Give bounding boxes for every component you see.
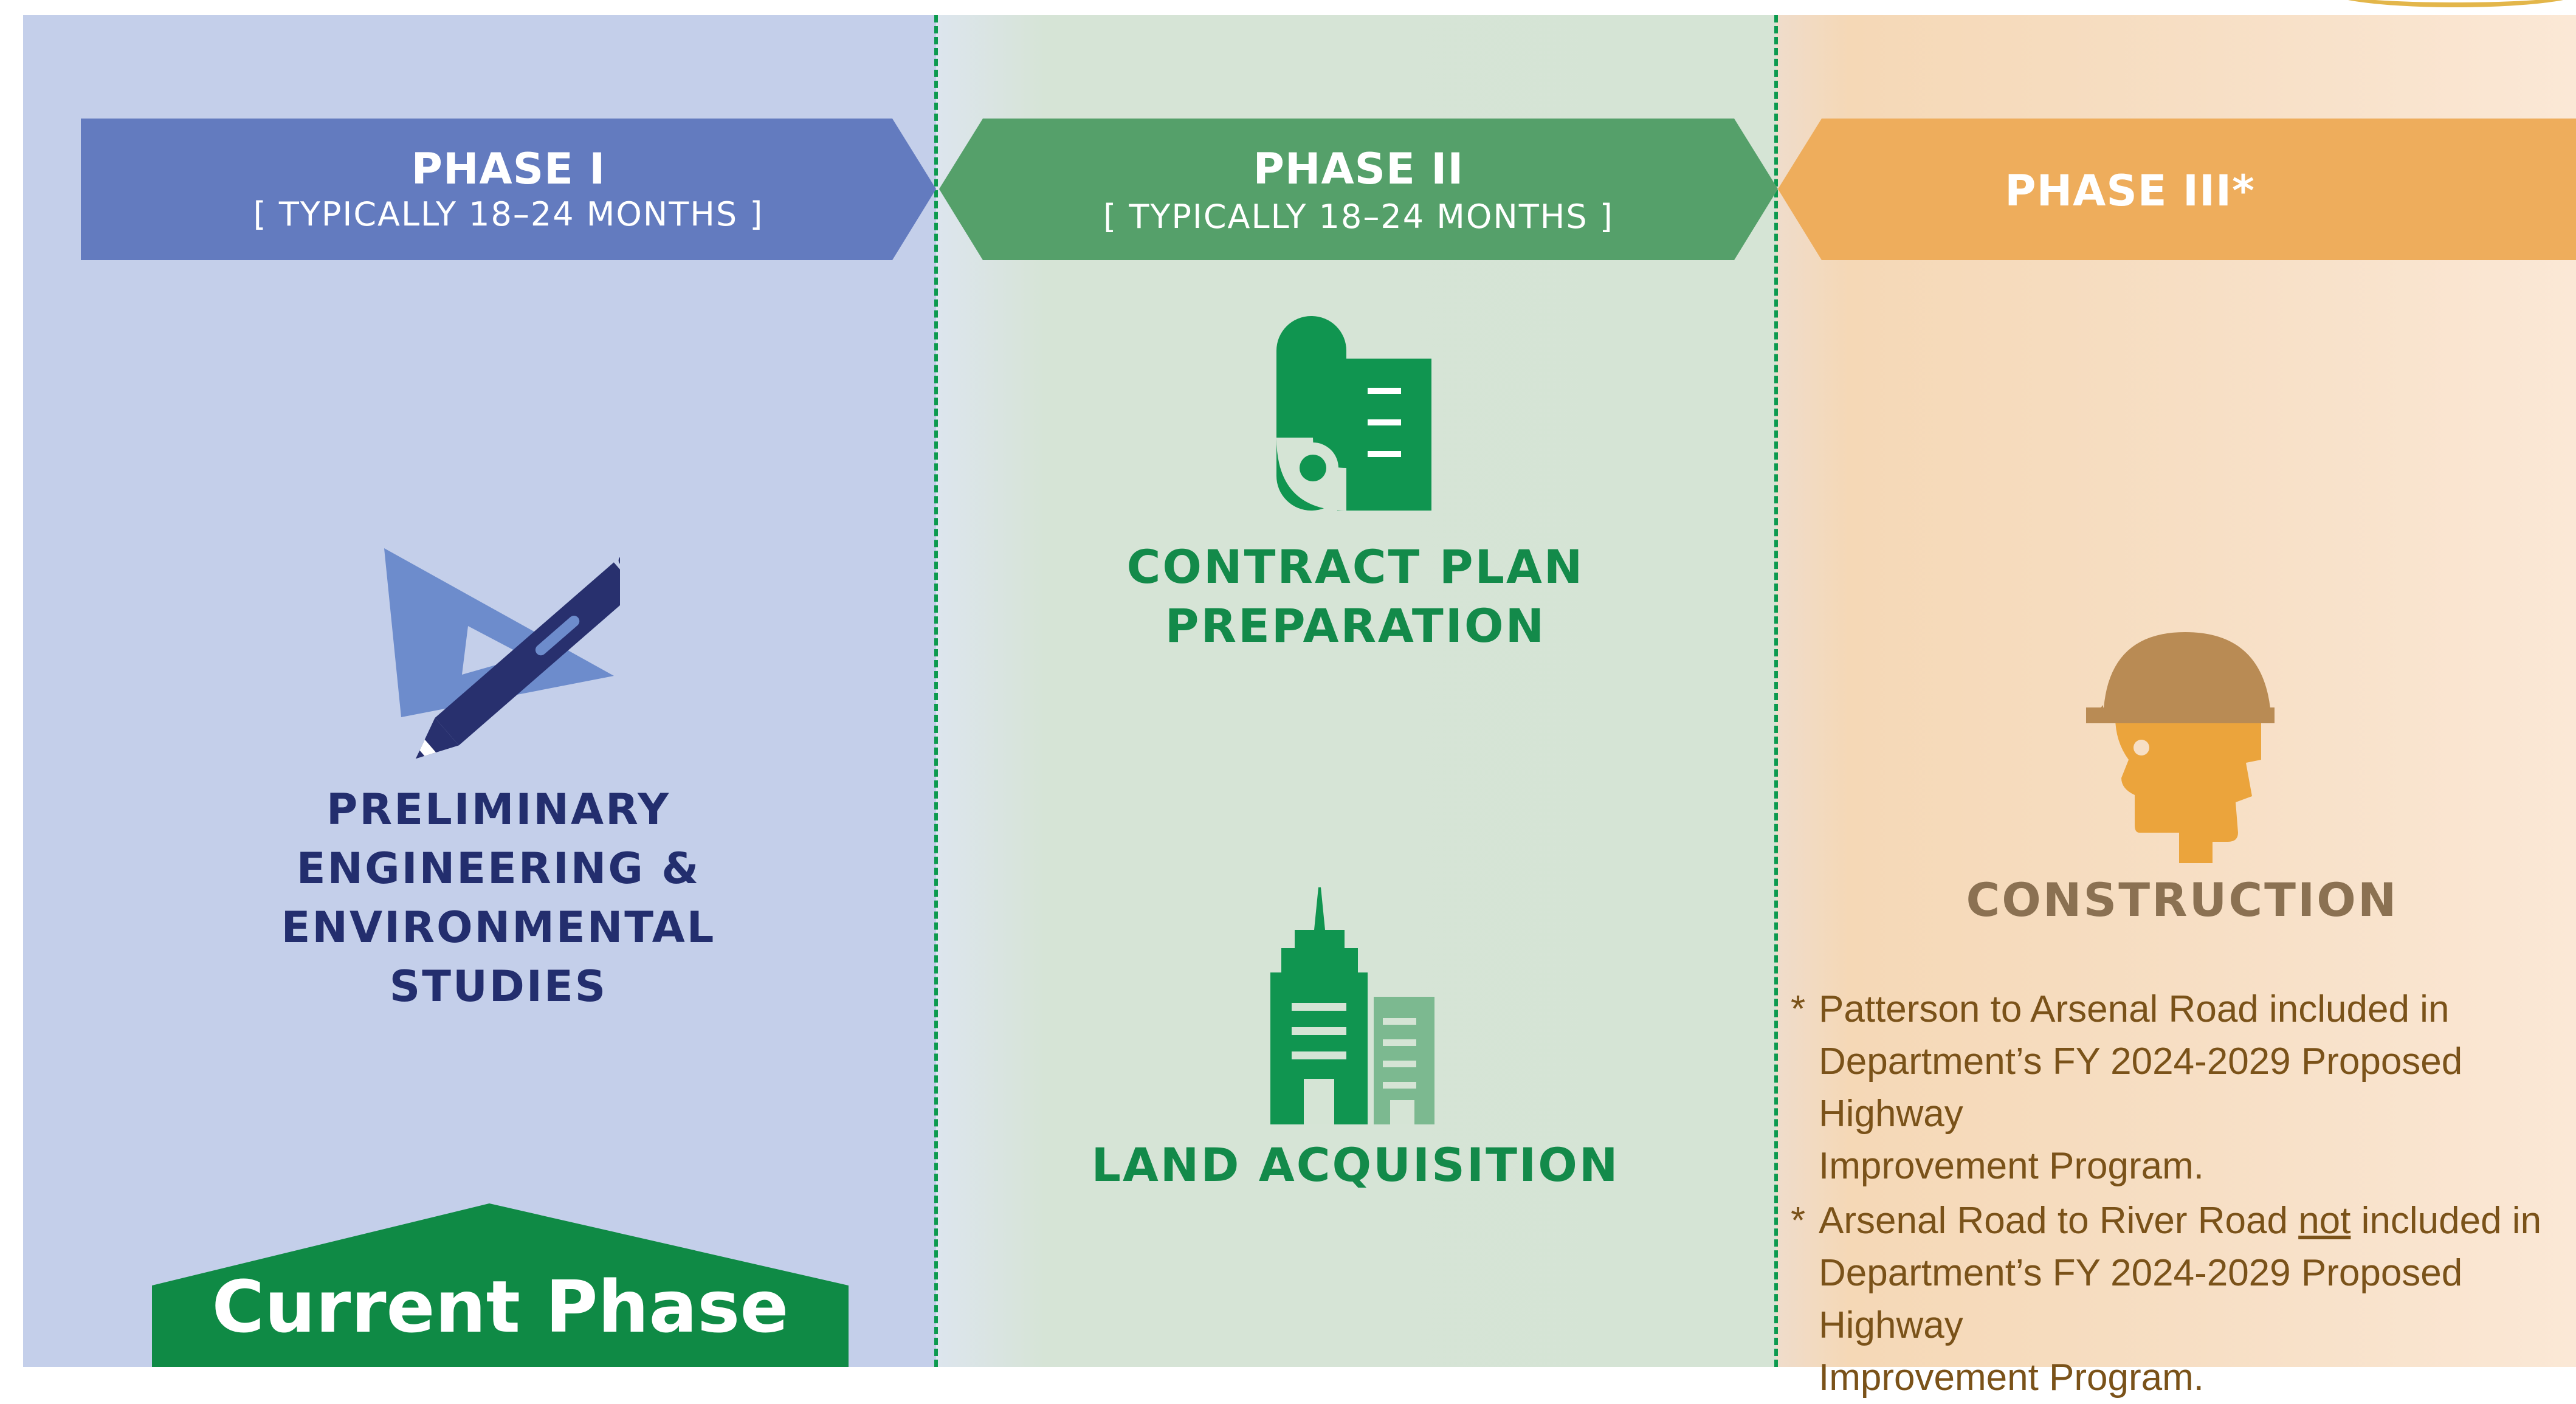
note-1-asterisk: * [1791, 988, 1806, 1030]
note-2-line-1-pre: Arsenal Road to River Road [1819, 1200, 2288, 1242]
note-1: * Patterson to Arsenal Road included in … [1791, 983, 2572, 1192]
current-phase-label: Current Phase [212, 1265, 789, 1349]
phase-2-title: PHASE II [1253, 144, 1464, 194]
phase-1-banner: PHASE I [ TYPICALLY 18–24 MONTHS ] [81, 119, 936, 260]
note-2-line-1: Arsenal Road to River Road not included … [1819, 1195, 2572, 1247]
land-acquisition-label: LAND ACQUISITION [1091, 1138, 1620, 1192]
construction-worker-icon [2086, 632, 2275, 863]
phase-2-banner: PHASE II [ TYPICALLY 18–24 MONTHS ] [939, 119, 1778, 260]
preliminary-engineering-label: PRELIMINARY ENGINEERING & ENVIRONMENTAL … [281, 785, 716, 1011]
note-1-line-3: Improvement Program. [1819, 1145, 2204, 1187]
note-2-asterisk: * [1791, 1200, 1806, 1242]
divider-1 [934, 15, 938, 1367]
note-1-line-1: Patterson to Arsenal Road included in [1819, 988, 2450, 1030]
note-2-line-1-post: included in [2361, 1200, 2542, 1242]
decorative-arc [2328, 0, 2576, 7]
construction-label: CONSTRUCTION [1966, 873, 2399, 927]
blueprint-icon [1276, 316, 1431, 511]
contract-plan-label: CONTRACT PLAN PREPARATION [1126, 540, 1585, 653]
buildings-icon [1270, 887, 1434, 1124]
current-phase-marker [152, 1203, 849, 1367]
note-2-line-2: Department’s FY 2024-2029 Proposed Highw… [1819, 1252, 2463, 1346]
phase-1-title: PHASE I [411, 144, 606, 194]
phase-3-banner: PHASE III* [1778, 119, 2576, 260]
note-2-line-3: Improvement Program. [1819, 1357, 2204, 1399]
pencil-triangle-icon [384, 548, 620, 759]
note-2-emphasis: not [2298, 1200, 2351, 1242]
phase-1-duration: [ TYPICALLY 18–24 MONTHS ] [253, 195, 764, 233]
divider-2 [1774, 15, 1778, 1367]
note-1-line-2: Department’s FY 2024-2029 Proposed Highw… [1819, 1041, 2463, 1135]
phase-3-title: PHASE III* [2005, 166, 2255, 216]
note-2: * Arsenal Road to River Road not include… [1791, 1195, 2572, 1404]
phase-2-duration: [ TYPICALLY 18–24 MONTHS ] [1103, 198, 1614, 236]
